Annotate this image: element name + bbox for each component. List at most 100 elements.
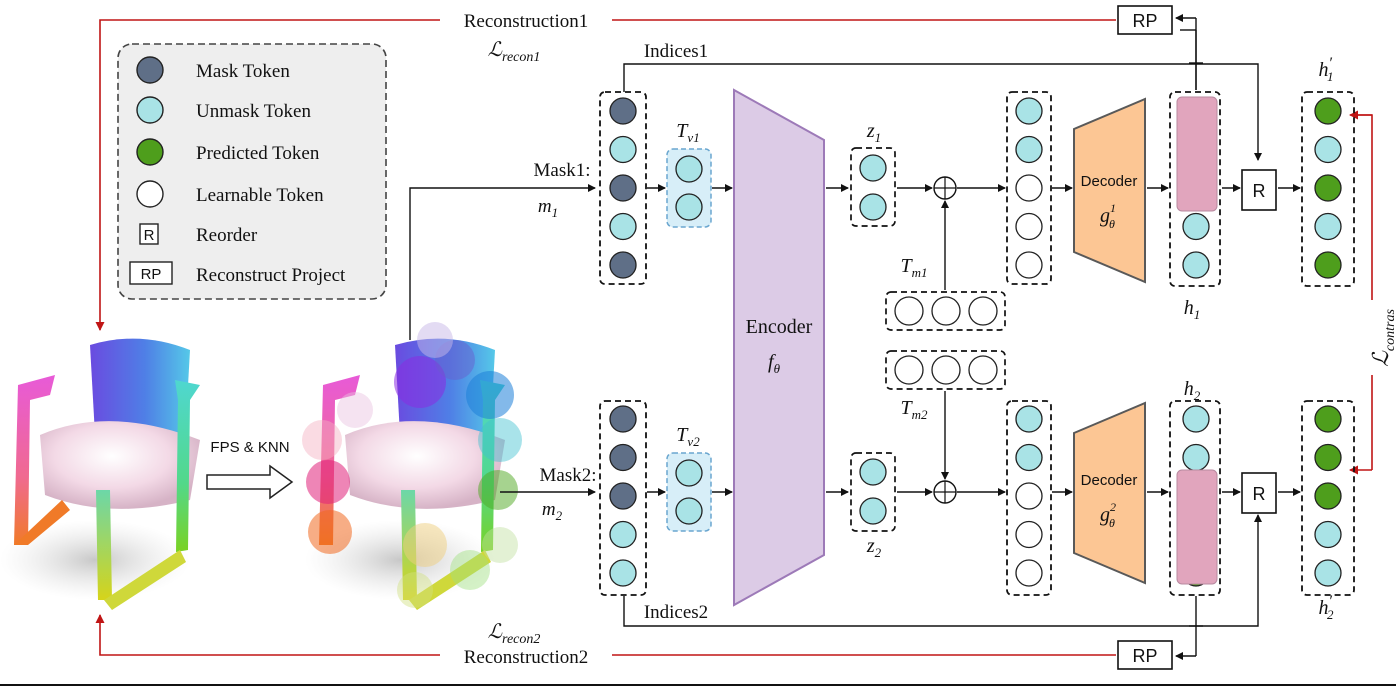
chair-back bbox=[90, 338, 190, 440]
rp-box-top bbox=[1117, 5, 1173, 35]
tv2-token bbox=[675, 459, 703, 487]
z2-box bbox=[850, 452, 896, 532]
reorder-icon bbox=[139, 223, 159, 245]
final-2-unmask-token bbox=[1314, 559, 1342, 587]
learnable-token-icon bbox=[136, 180, 164, 208]
tm1-token bbox=[968, 296, 998, 326]
h1-column-box bbox=[1169, 91, 1221, 287]
reconstruction1-label: Reconstruction1 bbox=[464, 11, 589, 32]
tm2-token bbox=[968, 355, 998, 385]
mask1-symbol: m1 bbox=[538, 196, 558, 220]
decoder-in-1-unmask-token bbox=[1015, 135, 1043, 164]
legend-predicted: Predicted Token bbox=[196, 143, 320, 164]
h2-predicted-highlight bbox=[1176, 469, 1218, 585]
loss-recon1: ℒrecon1 bbox=[488, 39, 541, 65]
chair-left-armrest bbox=[14, 375, 55, 545]
tm1-token bbox=[894, 296, 924, 326]
indices1-label: Indices1 bbox=[644, 41, 708, 62]
decoder1-label: Decoder bbox=[1081, 173, 1138, 190]
reorder-box-bottom bbox=[1241, 472, 1277, 514]
z1-token bbox=[859, 154, 887, 182]
final-1-unmask-token bbox=[1314, 135, 1342, 164]
legend-learnable: Learnable Token bbox=[196, 185, 324, 206]
indices2-line bbox=[623, 514, 1262, 627]
decoder2-block bbox=[1073, 401, 1146, 585]
decoder2-label: Decoder bbox=[1081, 472, 1138, 489]
mask2-tokens-mask-token bbox=[609, 482, 637, 510]
tm1-box bbox=[885, 291, 1006, 331]
mask2-tokens-unmask-token bbox=[609, 559, 637, 587]
predicted-token-icon bbox=[136, 138, 164, 166]
decoder-in-2-learnable-token bbox=[1015, 559, 1043, 587]
indices1-line bbox=[623, 63, 1262, 161]
encoder-block bbox=[733, 88, 825, 607]
mask2-symbol: m2 bbox=[542, 499, 563, 523]
decoder-in-1-learnable-token bbox=[1015, 212, 1043, 241]
decoder2-input-box bbox=[1006, 400, 1052, 596]
contrastive-loss-label: ℒcontras bbox=[1368, 309, 1396, 367]
final-2-predicted-token bbox=[1314, 405, 1342, 433]
final-1-unmask-token bbox=[1314, 212, 1342, 241]
encoder-label: Encoder bbox=[746, 316, 813, 338]
z2-token bbox=[859, 497, 887, 525]
indices2-label: Indices2 bbox=[644, 602, 708, 623]
mask1-tokens-unmask-token bbox=[609, 135, 637, 164]
legend-unmask: Unmask Token bbox=[196, 101, 311, 122]
recon2-arrow-left bbox=[95, 614, 440, 656]
unmask-token-icon bbox=[136, 96, 164, 124]
tv1-token bbox=[675, 193, 703, 221]
recon1-arrow-left bbox=[95, 19, 440, 331]
final-1-predicted-token bbox=[1314, 97, 1342, 125]
mask-token-icon bbox=[136, 56, 164, 84]
reconstruction2-label: Reconstruction2 bbox=[464, 647, 589, 668]
final-2-predicted-token bbox=[1314, 482, 1342, 510]
mask1-tokens-mask-token bbox=[609, 97, 637, 125]
decoder1-input-box bbox=[1006, 91, 1052, 285]
legend-mask: Mask Token bbox=[196, 61, 290, 82]
legend-reorder: Reorder bbox=[196, 225, 258, 246]
final-2-unmask-token bbox=[1314, 520, 1342, 549]
reorder-bottom-label: R bbox=[1253, 484, 1266, 504]
decoder-in-2-unmask-token bbox=[1015, 405, 1043, 433]
final-2-predicted-token bbox=[1314, 443, 1342, 472]
tm1-label: Tm1 bbox=[900, 255, 927, 280]
svg-text:R: R bbox=[144, 227, 155, 244]
mask1-tokens-unmask-token bbox=[609, 212, 637, 241]
z2-label: z2 bbox=[866, 535, 882, 560]
h2-prime-column-box bbox=[1301, 400, 1355, 596]
tm2-box bbox=[885, 350, 1006, 390]
tv2-label: Tv2 bbox=[676, 424, 700, 449]
rp-top-label: RP bbox=[1132, 11, 1157, 31]
encoder-symbol: fθ bbox=[768, 351, 781, 376]
mask1-label: Mask1: bbox=[534, 160, 591, 181]
decoder-in-2-learnable-token bbox=[1015, 520, 1043, 549]
reorder-box-top bbox=[1241, 169, 1277, 211]
rp-box-bottom bbox=[1117, 640, 1173, 670]
reconstruction-arrows bbox=[95, 19, 1373, 656]
legend: Mask Token Unmask Token Predicted Token … bbox=[117, 43, 387, 300]
reorder-top-label: R bbox=[1253, 181, 1266, 201]
token-columns bbox=[609, 97, 1342, 587]
z1-label: z1 bbox=[866, 120, 881, 145]
z1-box bbox=[850, 147, 896, 227]
h1-predicted-highlight bbox=[1176, 96, 1218, 212]
z1-token bbox=[859, 193, 887, 221]
h1-prime-label: h′1 bbox=[1319, 55, 1334, 84]
chair-right-armrest bbox=[175, 380, 200, 552]
svg-text:RP: RP bbox=[141, 266, 162, 283]
decoder-out-1-unmask-token bbox=[1182, 212, 1210, 241]
mask2-tokens-mask-token bbox=[609, 443, 637, 472]
mask1-column-box bbox=[599, 91, 647, 285]
decoder-out-1-unmask-token bbox=[1182, 251, 1210, 279]
mask2-label: Mask2: bbox=[540, 465, 597, 486]
mask2-column-box bbox=[599, 400, 647, 596]
mask2-tokens-unmask-token bbox=[609, 520, 637, 549]
h1-label: h1 bbox=[1184, 297, 1201, 322]
tm2-token bbox=[931, 355, 961, 385]
rp-bottom-label: RP bbox=[1132, 646, 1157, 666]
tm2-token bbox=[894, 355, 924, 385]
decoder-in-1-learnable-token bbox=[1015, 174, 1043, 202]
decoder-out-2-unmask-token bbox=[1182, 405, 1210, 433]
